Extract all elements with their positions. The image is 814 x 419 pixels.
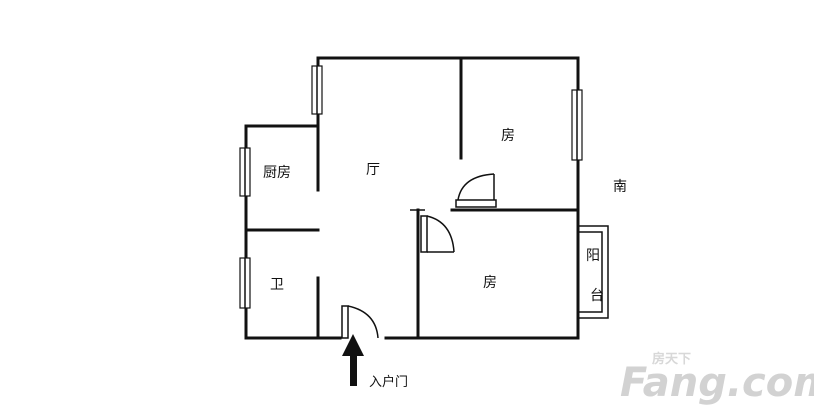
- label-bedroom-north: 房: [501, 128, 515, 144]
- door-bedroom-south: [420, 215, 455, 253]
- walls: [244, 56, 580, 340]
- doors: [341, 173, 497, 339]
- label-bathroom: 卫: [270, 277, 284, 293]
- door-bedroom-north: [455, 173, 497, 208]
- watermark-small-text: 房天下: [652, 351, 691, 367]
- label-kitchen: 厨房: [263, 165, 291, 181]
- label-balcony-1: 阳: [586, 248, 600, 264]
- entrance-arrow-icon: [342, 334, 364, 386]
- door-entrance: [341, 305, 379, 339]
- label-south: 南: [613, 179, 627, 195]
- label-bedroom-south: 房: [483, 275, 497, 291]
- label-living-room: 厅: [366, 162, 380, 178]
- label-balcony-2: 台: [590, 288, 604, 304]
- fang-watermark-logo: 房天下 Fang.com: [620, 351, 814, 406]
- windows: [239, 65, 583, 309]
- label-entrance: 入户门: [369, 374, 408, 390]
- balcony: [577, 225, 609, 319]
- watermark-big-text: Fang.com: [620, 360, 814, 406]
